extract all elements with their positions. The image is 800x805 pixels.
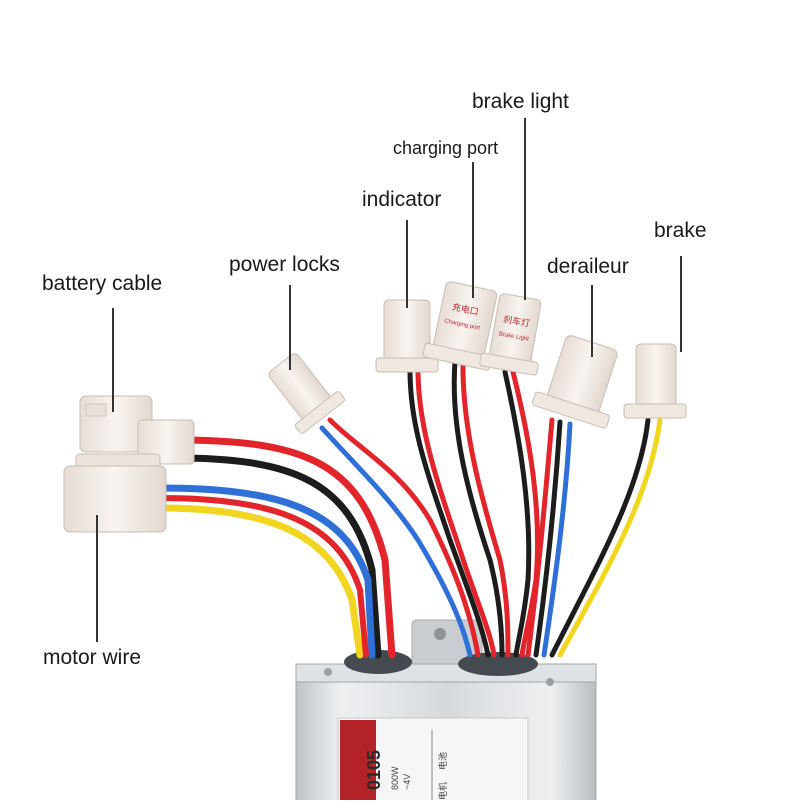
charging-port-wires [451,359,511,658]
label-battery-cable: battery cable [42,272,163,295]
label-brake: brake [654,219,707,242]
brake-light-connector: 刹车灯 Brake Light [479,293,542,376]
leader-motor-wire [96,515,98,642]
derailleur-connector [531,335,618,429]
controller-motor-cn: 电机 [437,782,449,800]
label-motor-wire: motor wire [43,646,142,669]
motor-wire-connector [63,453,167,533]
indicator-connector [375,299,439,373]
leader-derailleur [591,285,593,357]
controller-power: 800W [390,766,400,790]
leader-brake-light [524,118,526,300]
indicator-wires [407,367,497,658]
label-power-locks: power locks [229,253,340,276]
leader-indicator [406,220,408,308]
right-grommet [458,652,538,676]
brake-connector [623,343,687,419]
label-charging-port: charging port [393,138,499,158]
brake-light-tag-en: Brake Light [498,331,529,342]
motor-wires [156,484,376,659]
leader-brake [680,256,682,352]
leader-battery-cable [112,308,114,412]
leader-charging-port [472,162,474,298]
controller-model: 0105 [364,750,384,790]
derailleur-wires [525,417,573,658]
battery-cable-wires [171,436,396,659]
label-indicator: indicator [362,188,442,211]
controller-housing [295,619,597,805]
charging-port-connector: 充电口 Charging port [422,281,498,371]
controller-label: 0105 800W ~4V 电池 电机 [364,750,449,800]
leader-power-locks [289,285,291,370]
label-derailleur: deraileur [547,255,629,278]
brake-wires [549,417,663,658]
controller-battery-cn: 电池 [437,752,449,770]
controller-voltage: ~4V [402,774,412,790]
label-brake-light: brake light [472,90,569,113]
power-locks-connector [268,353,345,434]
battery-cable-connector [79,395,195,465]
power-locks-wires [319,417,481,658]
